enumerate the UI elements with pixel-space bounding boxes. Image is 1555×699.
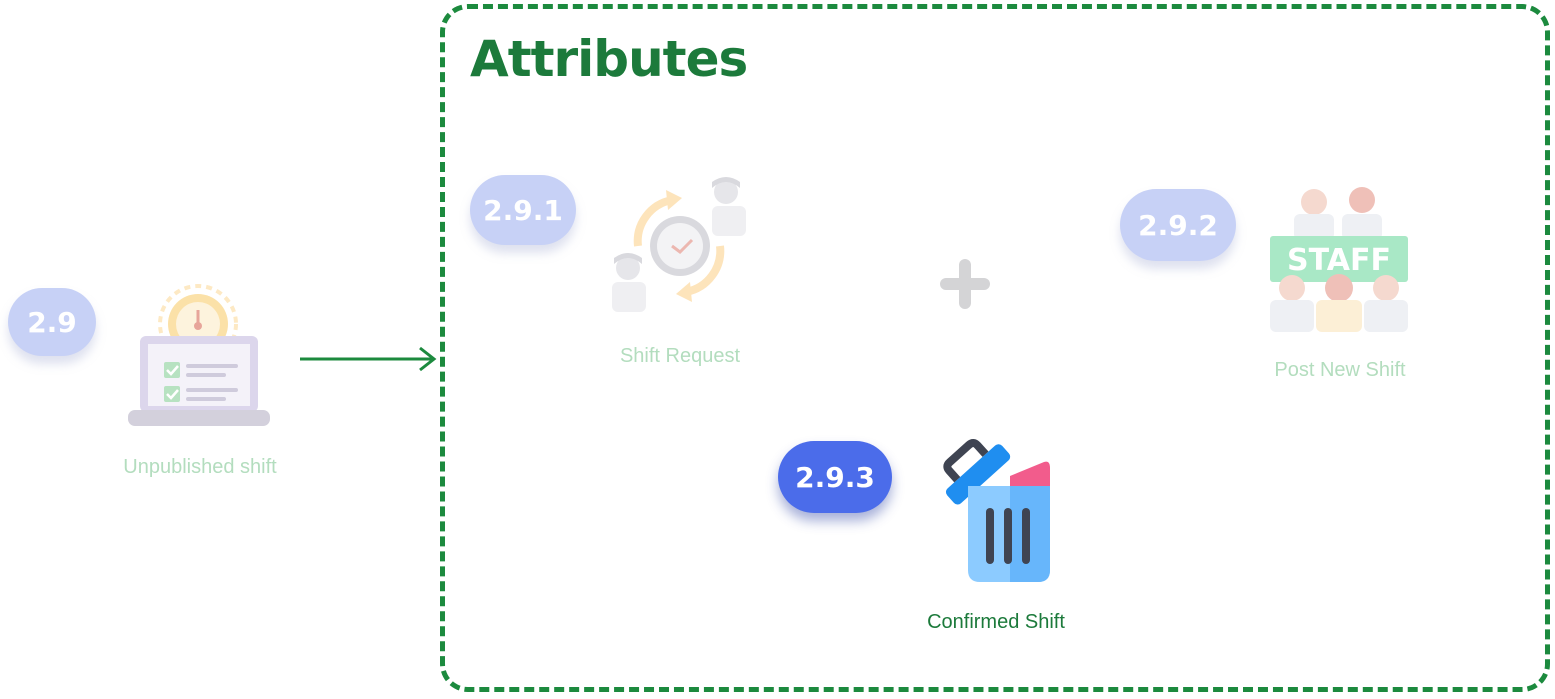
shift-request-icon xyxy=(612,177,746,312)
attributes-title: Attributes xyxy=(470,30,748,88)
staff-banner-text: STAFF xyxy=(1287,243,1391,278)
post-new-shift-label: Post New Shift xyxy=(1274,359,1406,381)
attributes-frame xyxy=(440,4,1550,692)
connector-arrow xyxy=(300,346,437,372)
source-badge: 2.9 xyxy=(8,288,96,356)
confirmed-shift-label: Confirmed Shift xyxy=(927,611,1065,633)
plus-icon xyxy=(940,259,990,309)
post-new-shift-badge: 2.9.2 xyxy=(1120,189,1236,261)
trash-bin-icon xyxy=(943,438,1050,582)
source-label: Unpublished shift xyxy=(123,456,277,478)
shift-request-label: Shift Request xyxy=(619,345,741,367)
staff-icon: STAFF xyxy=(1270,187,1408,332)
confirmed-shift-badge: 2.9.3 xyxy=(778,441,892,513)
shift-request-badge: 2.9.1 xyxy=(470,175,576,245)
laptop-clock-checklist-icon xyxy=(128,284,270,426)
